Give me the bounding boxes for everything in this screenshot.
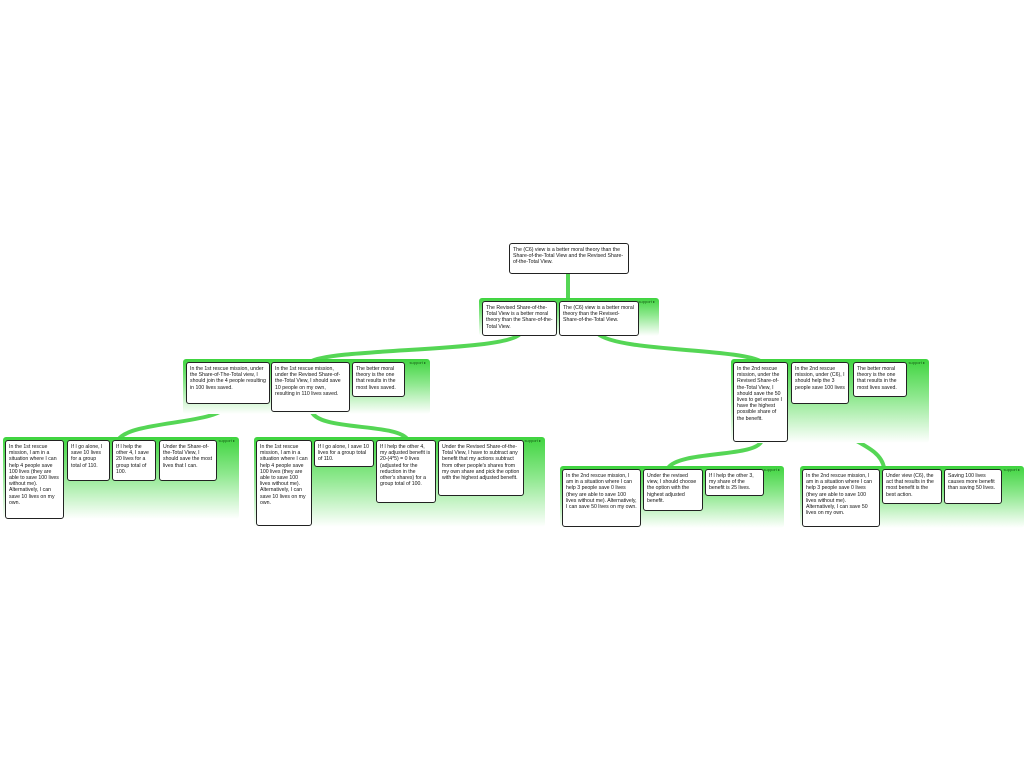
claim-g4-more-benefit[interactable]: Saving 100 lives causes more benefit tha… <box>944 469 1002 504</box>
claim-g1-help-others[interactable]: If I help the other 4, I save 20 lives f… <box>112 440 156 481</box>
claim-root[interactable]: The (C6) view is a better moral theory t… <box>509 243 629 274</box>
link-l1b-to-right-group <box>596 332 764 364</box>
claim-l1-c6-better[interactable]: The (C6) view is a better moral theory t… <box>559 301 639 336</box>
claim-g1-go-alone[interactable]: If I go alone, I save 10 lives for a gro… <box>67 440 110 481</box>
support-label: support <box>909 360 925 365</box>
claim-g2-revised-rule[interactable]: Under the Revised Share-of-the-Total Vie… <box>438 440 524 496</box>
claim-l2-most-lives-right[interactable]: The better moral theory is the one that … <box>853 362 907 397</box>
support-label: support <box>525 438 541 443</box>
claim-g3-share-benefit[interactable]: If I help the other 3, my share of the b… <box>705 469 764 496</box>
support-label: support <box>1004 467 1020 472</box>
claim-g1-situation[interactable]: In the 1st rescue mission, I am in a sit… <box>5 440 64 519</box>
claim-g3-situation[interactable]: In the 2nd rescue mission, I am in a sit… <box>562 469 641 527</box>
claim-g2-situation[interactable]: In the 1st rescue mission, I am in a sit… <box>256 440 312 526</box>
claim-l2-revised-1st[interactable]: In the 1st rescue mission, under the Rev… <box>271 362 350 412</box>
claim-g1-share-total[interactable]: Under the Share-of-the-Total View, I sho… <box>159 440 217 481</box>
support-label: support <box>410 360 426 365</box>
claim-g3-revised-choice[interactable]: Under the revised view, I should choose … <box>643 469 703 511</box>
claim-l2-revised-2nd[interactable]: In the 2nd rescue mission, under the Rev… <box>733 362 788 442</box>
claim-g2-help-others[interactable]: If I help the other 4, my adjusted benef… <box>376 440 436 503</box>
claim-l2-share-total-1st[interactable]: In the 1st rescue mission, under the Sha… <box>186 362 270 404</box>
link-l2b-to-group2 <box>309 409 410 442</box>
claim-l1-revised-better[interactable]: The Revised Share-of-the-Total View is a… <box>482 301 557 336</box>
link-l2d-to-group3 <box>666 438 764 470</box>
claim-g2-go-alone[interactable]: If I go alone, I save 10 lives for a gro… <box>314 440 374 467</box>
claim-g4-c6-best-action[interactable]: Under view (C6), the act that results in… <box>882 469 942 504</box>
support-label: support <box>219 438 235 443</box>
claim-g4-situation[interactable]: In the 2nd rescue mission, I am in a sit… <box>802 469 880 527</box>
claim-l2-most-lives-left[interactable]: The better moral theory is the one that … <box>352 362 405 397</box>
link-l1a-to-left-group <box>308 332 522 364</box>
claim-l2-c6-2nd[interactable]: In the 2nd rescue mission, under (C6), I… <box>791 362 849 404</box>
support-label: support <box>639 299 655 304</box>
support-label: support <box>764 467 780 472</box>
